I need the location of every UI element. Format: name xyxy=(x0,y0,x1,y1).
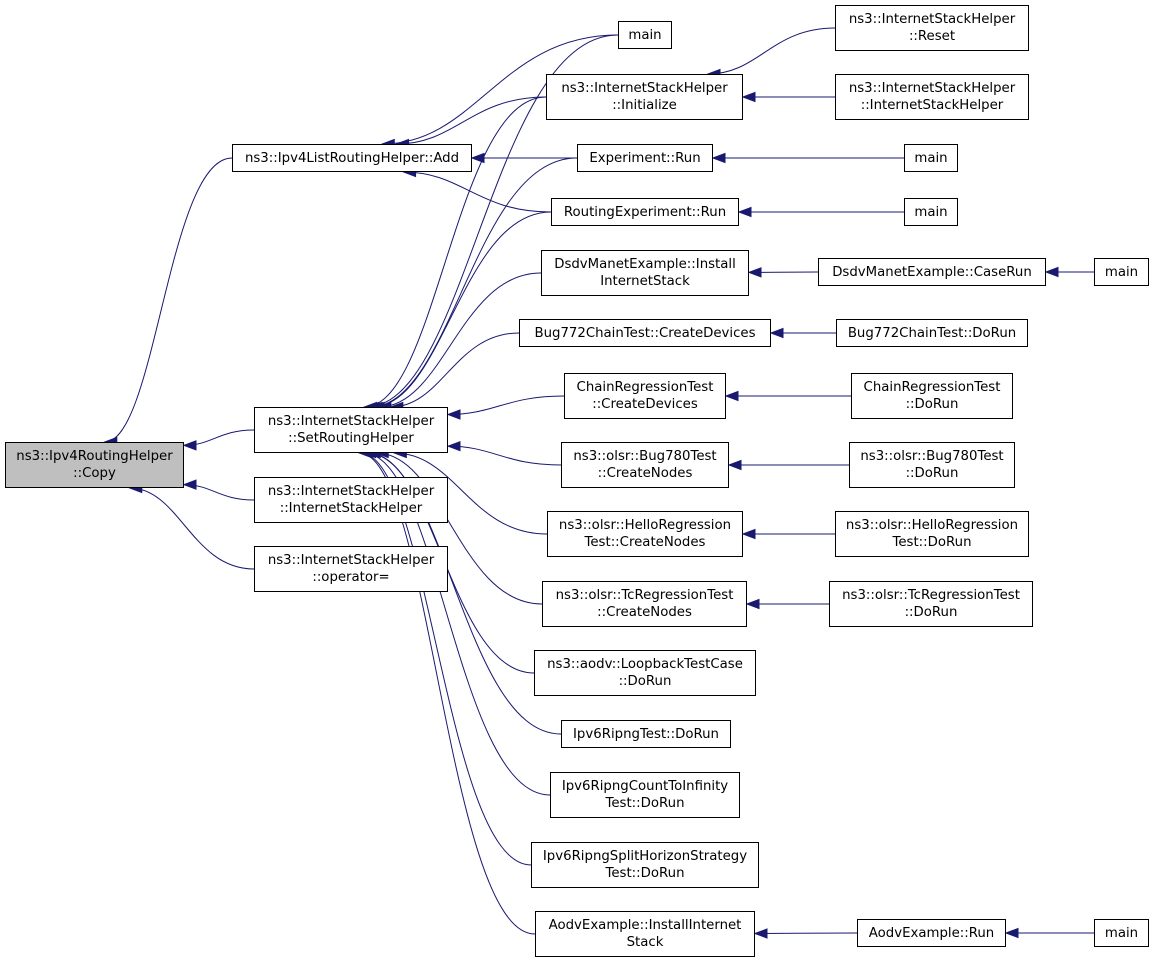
node-bug772chaintest-createdevices[interactable]: Bug772ChainTest::CreateDevices xyxy=(519,319,771,347)
edge-ripng_shs-to-set_routing xyxy=(360,452,532,866)
arrowhead-chain_dorun-to-chain_create xyxy=(724,390,739,402)
edge-ish_op-to-copy xyxy=(129,487,255,570)
arrowhead-exp_run-to-list_add xyxy=(470,152,485,164)
arrowhead-main5-to-aodv_run xyxy=(1004,927,1019,939)
edge-ripng_cti-to-set_routing xyxy=(363,452,551,796)
arrowhead-main2-to-exp_run xyxy=(711,152,726,164)
node-internetstackhelper-initialize[interactable]: ns3::InternetStackHelper::Initialize xyxy=(546,74,743,120)
edge-ish_init-to-list_add xyxy=(396,96,547,145)
node-olsr-tcregressiontest-createnodes[interactable]: ns3::olsr::TcRegressionTest::CreateNodes xyxy=(542,581,747,627)
node-bug772chaintest-dorun[interactable]: Bug772ChainTest::DoRun xyxy=(836,319,1028,347)
node-internetstackhelper-ctor[interactable]: ns3::InternetStackHelper::InternetStackH… xyxy=(254,477,448,523)
arrowhead-bug772_dorun-to-bug772_create xyxy=(769,327,784,339)
node-internetstackhelper-ctor-2[interactable]: ns3::InternetStackHelper::InternetStackH… xyxy=(835,74,1029,120)
edge-ripng_dorun-to-set_routing xyxy=(366,452,562,735)
edge-list_add-to-copy xyxy=(104,157,233,443)
node-dsdvmanetexample-caserun[interactable]: DsdvManetExample::CaseRun xyxy=(818,258,1046,286)
edge-main1-to-list_add xyxy=(382,34,619,145)
node-chainregressiontest-dorun[interactable]: ChainRegressionTest::DoRun xyxy=(851,373,1013,419)
edge-hello_create-to-set_routing xyxy=(394,452,548,535)
arrowhead-bug780_create-to-set_routing xyxy=(446,440,461,452)
node-olsr-bug780test-dorun[interactable]: ns3::olsr::Bug780Test::DoRun xyxy=(849,442,1015,488)
arrowhead-main3-to-rexp_run xyxy=(737,206,752,218)
arrowhead-main4-to-dsdv_caserun xyxy=(1044,266,1059,278)
node-ipv6ripngtest-dorun[interactable]: Ipv6RipngTest::DoRun xyxy=(561,720,731,748)
node-main-3[interactable]: main xyxy=(904,198,958,226)
arrowhead-tc_dorun-to-tc_create xyxy=(745,598,760,610)
arrowhead-chain_create-to-set_routing xyxy=(446,409,461,420)
edge-chain_create-to-set_routing xyxy=(447,395,565,416)
arrowhead-aodv_run-to-aodv_install xyxy=(753,928,768,939)
edge-ish_reset-to-ish_init xyxy=(707,27,836,75)
edge-rexp_run-to-set_routing xyxy=(372,211,552,408)
edge-exp_run-to-set_routing xyxy=(370,157,578,408)
arrowhead-ish_ctor-to-copy xyxy=(182,479,197,490)
edge-main1-to-set_routing xyxy=(366,34,619,408)
node-internetstackhelper-operator-assign[interactable]: ns3::InternetStackHelper::operator= xyxy=(254,546,448,592)
node-routingexperiment-run[interactable]: RoutingExperiment::Run xyxy=(551,198,739,226)
node-aodv-loopbacktestcase-dorun[interactable]: ns3::aodv::LoopbackTestCase::DoRun xyxy=(534,650,756,696)
node-chainregressiontest-createdevices[interactable]: ChainRegressionTest::CreateDevices xyxy=(564,373,726,419)
node-olsr-bug780test-createnodes[interactable]: ns3::olsr::Bug780Test::CreateNodes xyxy=(561,442,729,488)
arrowhead-hello_dorun-to-hello_create xyxy=(741,528,756,540)
node-internetstackhelper-setroutinghelper[interactable]: ns3::InternetStackHelper::SetRoutingHelp… xyxy=(254,407,448,453)
node-internetstackhelper-reset[interactable]: ns3::InternetStackHelper::Reset xyxy=(835,5,1029,51)
node-experiment-run[interactable]: Experiment::Run xyxy=(577,144,713,172)
node-aodvexample-run[interactable]: AodvExample::Run xyxy=(857,919,1006,947)
node-main-4[interactable]: main xyxy=(1094,258,1149,286)
node-olsr-tcregressiontest-dorun[interactable]: ns3::olsr::TcRegressionTest::DoRun xyxy=(829,581,1033,627)
node-main-1[interactable]: main xyxy=(618,21,672,49)
arrowhead-ish_ctor2-to-ish_init xyxy=(741,91,756,103)
edge-rexp_run-to-list_add xyxy=(403,171,552,213)
edge-bug780_create-to-set_routing xyxy=(447,445,562,466)
node-main-2[interactable]: main xyxy=(904,144,958,172)
arrowhead-bug780_dorun-to-bug780_create xyxy=(727,459,742,471)
edge-dsdv_install-to-set_routing xyxy=(378,272,542,408)
edge-tc_create-to-set_routing xyxy=(376,452,543,605)
edge-ish_init-to-set_routing xyxy=(364,96,547,408)
edge-bug772_create-to-set_routing xyxy=(390,332,520,408)
node-main-5[interactable]: main xyxy=(1094,919,1149,947)
node-ipv4listroutinghelper-add[interactable]: ns3::Ipv4ListRoutingHelper::Add xyxy=(232,144,472,172)
arrowhead-dsdv_caserun-to-dsdv_install xyxy=(747,267,762,278)
arrowhead-set_routing-to-copy xyxy=(182,440,197,451)
node-ipv4routinghelper-copy[interactable]: ns3::Ipv4RoutingHelper::Copy xyxy=(5,442,184,488)
